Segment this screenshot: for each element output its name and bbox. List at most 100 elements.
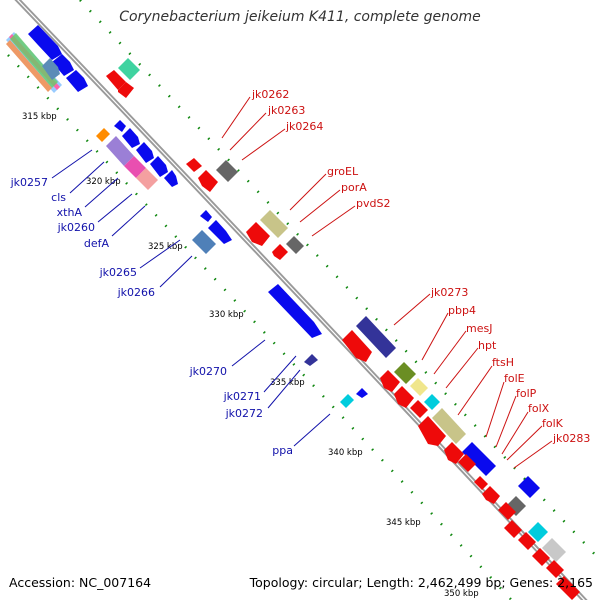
gene-label-pvds2: pvdS2 — [356, 197, 390, 210]
scale-label: 340 kbp — [328, 448, 363, 458]
gene-label-jk0257: jk0257 — [10, 176, 48, 189]
gene-reverse-gray2 — [286, 236, 304, 254]
gene-reverse — [518, 532, 536, 550]
gene-label-xtha: xthA — [57, 206, 83, 219]
gene-label-pora: porA — [341, 181, 367, 194]
gene-reverse — [444, 442, 464, 464]
gene-reverse-khaki2 — [432, 408, 466, 444]
forward-genes-other — [42, 58, 566, 562]
gene-forward — [66, 70, 88, 92]
scale-label: 315 kbp — [22, 112, 57, 122]
gene-reverse — [458, 454, 476, 472]
gene-forward — [122, 128, 140, 148]
gene-reverse-cyan — [424, 394, 440, 410]
left-tick-track — [7, 54, 514, 600]
gene-label-jk0264: jk0264 — [285, 120, 323, 133]
gene-label-hpt: hpt — [478, 339, 497, 352]
gene-label-ppa: ppa — [272, 444, 293, 457]
forward-label-leaders — [51, 149, 331, 447]
gene-reverse — [246, 222, 270, 246]
gene-reverse — [546, 560, 564, 578]
forward-gene-labels: jk0257 cls xthA jk0260 defA jk0265 jk026… — [10, 176, 293, 457]
gene-forward-silver — [542, 538, 566, 562]
scale-label: 350 kbp — [444, 589, 479, 599]
gene-reverse — [186, 158, 202, 172]
gene-reverse-olive — [394, 362, 416, 384]
topology-summary: Topology: circular; Length: 2,462,499 bp… — [249, 575, 593, 590]
gene-forward — [28, 25, 62, 60]
gene-reverse-lightkhaki — [410, 378, 428, 396]
gene-label-jk0270: jk0270 — [189, 365, 227, 378]
gene-reverse — [198, 170, 218, 192]
gene-reverse — [498, 502, 516, 520]
gene-reverse-gray — [216, 160, 238, 182]
gene-forward-pink — [124, 156, 146, 178]
gene-label-ftsh: ftsH — [492, 356, 514, 369]
gene-label-folx: folX — [528, 402, 550, 415]
gene-forward-salmon — [136, 168, 158, 190]
gene-forward-indigo — [304, 354, 318, 366]
gene-forward-cyan2 — [528, 522, 548, 542]
reverse-genes — [106, 70, 580, 600]
scale-label: 320 kbp — [86, 177, 121, 187]
gene-forward — [208, 220, 232, 244]
scale-label: 345 kbp — [386, 518, 421, 528]
gene-forward — [150, 156, 168, 177]
gene-forward-lilac — [106, 136, 134, 166]
gene-label-jk0272: jk0272 — [225, 407, 263, 420]
gene-reverse — [474, 476, 488, 490]
gene-forward-cyan — [340, 394, 354, 408]
right-tick-track — [79, 0, 600, 561]
gene-reverse — [342, 330, 372, 362]
gene-label-jk0265: jk0265 — [99, 266, 137, 279]
reverse-gene-labels: jk0262 jk0263 jk0264 groEL porA pvdS2 jk… — [251, 88, 590, 445]
gene-reverse — [118, 82, 134, 98]
gene-label-jk0262: jk0262 — [251, 88, 289, 101]
gene-label-jk0260: jk0260 — [57, 221, 95, 234]
scale-label: 335 kbp — [270, 378, 305, 388]
gene-reverse — [106, 70, 126, 90]
gene-forward-teal — [118, 58, 140, 80]
gene-forward — [52, 54, 74, 76]
gene-label-fole: folE — [504, 372, 525, 385]
accession-label: Accession: NC_007164 — [9, 575, 152, 590]
gene-forward-steel — [192, 230, 216, 254]
gene-reverse — [380, 370, 400, 392]
gene-forward — [356, 388, 368, 398]
gene-label-cls: cls — [51, 191, 66, 204]
gene-reverse — [556, 576, 580, 600]
reverse-label-leaders — [221, 96, 553, 469]
gene-reverse — [532, 548, 550, 566]
gene-reverse — [272, 244, 288, 260]
scale-label: 330 kbp — [209, 310, 244, 320]
gene-reverse — [418, 416, 446, 446]
gene-reverse — [410, 400, 428, 418]
scale-labels: 315 kbp 320 kbp 325 kbp 330 kbp 335 kbp … — [22, 112, 479, 599]
gene-forward — [136, 142, 154, 163]
gene-label-mesj: mesJ — [466, 322, 492, 335]
gene-reverse-khaki — [260, 210, 288, 238]
gene-forward — [462, 442, 496, 476]
gene-label-jk0266: jk0266 — [117, 286, 155, 299]
gene-reverse — [504, 520, 522, 538]
gene-label-jk0271: jk0271 — [223, 390, 261, 403]
gene-forward — [518, 476, 540, 498]
map-title: Corynebacterium jeikeium K411, complete … — [119, 9, 481, 25]
gene-reverse — [394, 386, 414, 408]
gene-forward — [200, 210, 212, 222]
gene-label-folp: folP — [516, 387, 537, 400]
gene-forward-orange — [96, 128, 110, 142]
gene-forward-gray — [42, 58, 60, 80]
scale-label: 325 kbp — [148, 242, 183, 252]
gene-label-folk: folK — [542, 417, 564, 430]
gene-label-defa: defA — [84, 237, 110, 250]
gene-label-jk0273: jk0273 — [430, 286, 468, 299]
gene-label-jk0283: jk0283 — [552, 432, 590, 445]
gene-forward — [268, 284, 322, 338]
gene-forward — [114, 120, 126, 132]
gene-reverse-indigo — [356, 316, 396, 358]
gene-reverse — [482, 486, 500, 504]
gene-label-groel: groEL — [327, 165, 359, 178]
